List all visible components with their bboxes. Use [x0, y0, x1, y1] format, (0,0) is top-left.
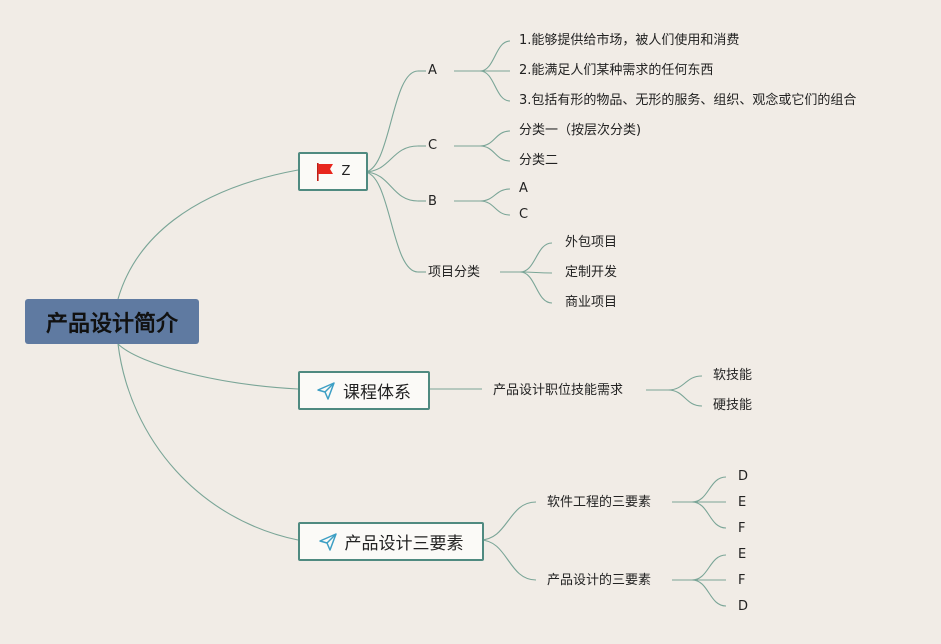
node-design-item-1[interactable]: E — [738, 547, 747, 562]
node-software-three-elements[interactable]: 软件工程的三要素 — [547, 495, 652, 510]
node-project-item-2[interactable]: 定制开发 — [565, 265, 618, 280]
paper-plane-icon — [317, 381, 335, 400]
link-c-2 — [479, 145, 511, 162]
branch-course-node[interactable]: 课程体系 — [298, 371, 430, 410]
link-soft-3 — [691, 501, 727, 529]
link-a-1 — [479, 40, 511, 72]
branch-z-label: Z — [341, 164, 351, 179]
node-c-item-2[interactable]: 分类二 — [519, 153, 559, 168]
node-design-item-2[interactable]: F — [738, 573, 746, 588]
link-z-proj — [363, 171, 419, 273]
node-design-three-elements[interactable]: 产品设计的三要素 — [547, 573, 652, 588]
link-proj-3 — [519, 271, 553, 304]
link-root-three — [117, 343, 299, 541]
link-b-2 — [479, 200, 511, 216]
link-a-3 — [479, 70, 511, 102]
node-design-item-3[interactable]: D — [738, 599, 749, 614]
node-project-category[interactable]: 项目分类 — [428, 265, 481, 280]
node-c-item-1[interactable]: 分类一（按层次分类) — [519, 123, 642, 138]
node-soft-skill[interactable]: 软技能 — [713, 368, 753, 383]
branch-course-label: 课程体系 — [343, 383, 411, 403]
node-a-item-2[interactable]: 2.能满足人们某种需求的任何东西 — [519, 63, 714, 78]
node-c[interactable]: C — [428, 138, 438, 153]
node-skill-requirement[interactable]: 产品设计职位技能需求 — [493, 383, 624, 398]
node-a[interactable]: A — [428, 63, 437, 78]
link-b-1 — [479, 188, 511, 202]
node-software-item-3[interactable]: F — [738, 521, 746, 536]
branch-z-node[interactable]: Z — [298, 152, 368, 191]
node-project-item-1[interactable]: 外包项目 — [565, 235, 618, 250]
link-skill-hard — [667, 389, 703, 407]
paper-plane-icon — [318, 532, 337, 551]
root-node[interactable]: 产品设计简介 — [25, 299, 199, 344]
link-skill-soft — [667, 375, 703, 391]
node-b-item-1[interactable]: A — [519, 181, 528, 196]
branch-three-elements-node[interactable]: 产品设计三要素 — [298, 522, 484, 561]
link-z-a — [363, 70, 419, 173]
link-design-3 — [691, 579, 727, 607]
red-flag-icon — [316, 162, 333, 181]
link-proj-1 — [519, 242, 553, 273]
branch-three-elements-label: 产品设计三要素 — [344, 534, 464, 554]
link-three-soft — [479, 501, 537, 541]
node-software-item-1[interactable]: D — [738, 469, 749, 484]
node-software-item-2[interactable]: E — [738, 495, 747, 510]
link-root-course — [117, 343, 299, 390]
link-soft-1 — [691, 476, 727, 503]
link-root-z — [117, 169, 299, 300]
node-project-item-3[interactable]: 商业项目 — [565, 295, 618, 310]
link-z-c — [363, 145, 419, 173]
link-three-design — [479, 539, 537, 581]
link-c-1 — [479, 130, 511, 147]
node-b[interactable]: B — [428, 194, 437, 209]
link-design-1 — [691, 554, 727, 581]
node-hard-skill[interactable]: 硬技能 — [713, 398, 753, 413]
node-b-item-2[interactable]: C — [519, 207, 529, 222]
node-a-item-1[interactable]: 1.能够提供给市场，被人们使用和消费 — [519, 33, 740, 48]
link-z-b — [363, 171, 419, 202]
node-a-item-3[interactable]: 3.包括有形的物品、无形的服务、组织、观念或它们的组合 — [519, 93, 857, 108]
